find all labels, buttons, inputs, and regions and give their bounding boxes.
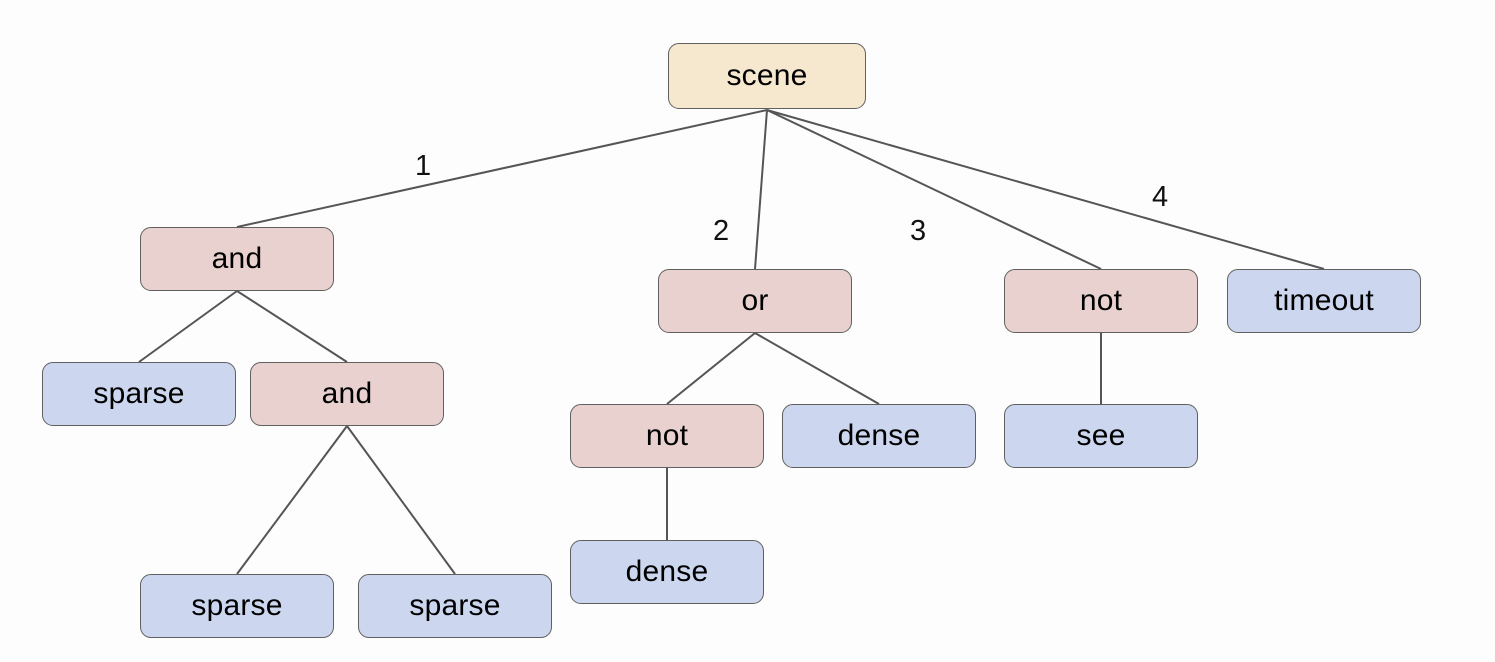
tree-node-dense1[interactable]: dense [782,404,976,468]
tree-edge [138,290,238,363]
tree-node-or1[interactable]: or [658,269,852,333]
tree-edge [754,109,768,270]
tree-edge [766,109,1102,270]
tree-node-and2[interactable]: and [250,362,444,426]
tree-node-not2[interactable]: not [1004,269,1198,333]
tree-node-scene[interactable]: scene [668,43,866,109]
tree-edge [666,332,756,405]
tree-edge [346,425,456,575]
tree-node-and1[interactable]: and [140,227,334,291]
tree-node-timeout1[interactable]: timeout [1227,269,1421,333]
edge-label-1: 1 [415,150,432,182]
tree-node-sparse1[interactable]: sparse [42,362,236,426]
edge-label-3: 3 [910,215,927,247]
tree-node-sparse2[interactable]: sparse [140,574,334,638]
edge-label-4: 4 [1152,181,1169,213]
tree-node-sparse3[interactable]: sparse [358,574,552,638]
tree-edge [236,290,348,363]
tree-node-dense2[interactable]: dense [570,540,764,604]
tree-node-see1[interactable]: see [1004,404,1198,468]
tree-edge [754,332,880,405]
tree-node-not1[interactable]: not [570,404,764,468]
tree-edge [766,109,1325,270]
tree-edge [236,109,768,228]
edge-label-2: 2 [713,215,730,247]
tree-edge [236,425,348,575]
